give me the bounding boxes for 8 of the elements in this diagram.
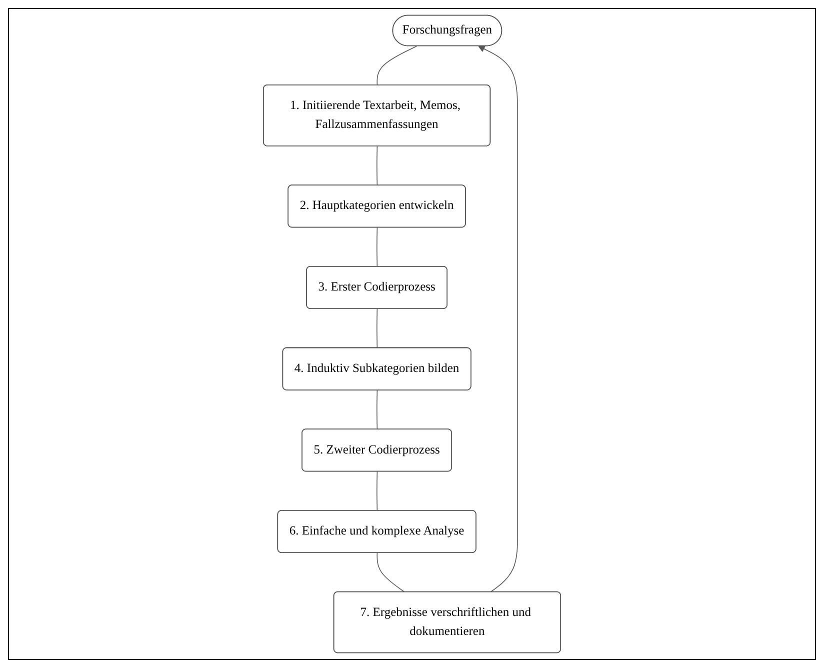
connector	[376, 46, 418, 86]
connector	[376, 552, 406, 593]
connector	[376, 471, 378, 512]
connector	[376, 227, 378, 268]
connector	[376, 146, 378, 186]
connector	[376, 390, 378, 430]
connector	[376, 308, 378, 348]
arrow	[478, 46, 518, 593]
